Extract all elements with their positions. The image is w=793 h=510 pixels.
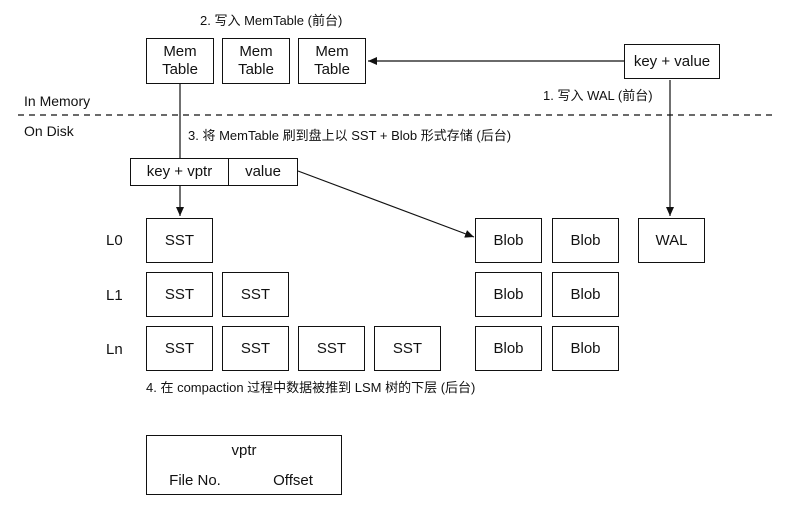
on-disk-label: On Disk [24, 123, 74, 139]
blob-box: Blob [475, 326, 542, 371]
arrow-to-blob [297, 170, 475, 238]
step1-label: 1. 写入 WAL (前台) [543, 88, 653, 103]
blob-box: Blob [475, 218, 542, 263]
key-value-box: key + value [624, 44, 720, 79]
vptr-table [146, 435, 342, 495]
step3-label: 3. 将 MemTable 刷到盘上以 SST + Blob 形式存储 (后台) [188, 128, 512, 143]
sst-box: SST [222, 272, 289, 317]
vptr-title: vptr [231, 441, 257, 459]
blob-box: Blob [552, 272, 619, 317]
wal-box: WAL [638, 218, 705, 263]
memtable-box: Mem Table [298, 38, 366, 84]
level-label-ln: Ln [106, 341, 123, 358]
key-vptr-cell: key + vptr [130, 158, 229, 186]
memtable-box: Mem Table [222, 38, 290, 84]
level-label-l1: L1 [106, 287, 123, 304]
vptr-file-no: File No. [169, 471, 221, 489]
sst-box: SST [222, 326, 289, 371]
blob-box: Blob [552, 218, 619, 263]
vptr-offset: Offset [273, 471, 313, 489]
sst-box: SST [146, 218, 213, 263]
blob-box: Blob [475, 272, 542, 317]
sst-box: SST [374, 326, 441, 371]
sst-box: SST [146, 326, 213, 371]
level-label-l0: L0 [106, 232, 123, 249]
memtable-box: Mem Table [146, 38, 214, 84]
in-memory-label: In Memory [24, 93, 91, 109]
sst-box: SST [298, 326, 365, 371]
sst-box: SST [146, 272, 213, 317]
step4-label: 4. 在 compaction 过程中数据被推到 LSM 树的下层 (后台) [146, 380, 476, 395]
blob-box: Blob [552, 326, 619, 371]
step2-label: 2. 写入 MemTable (前台) [200, 13, 343, 28]
value-cell: value [228, 158, 298, 186]
